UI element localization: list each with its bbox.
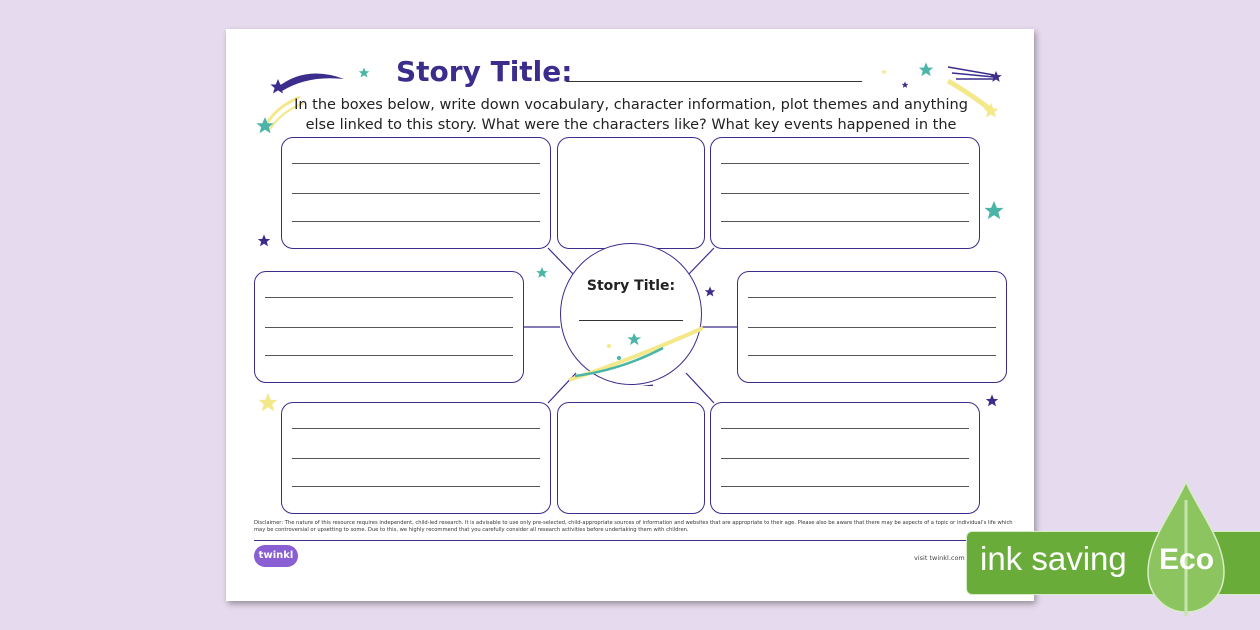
- notes-box[interactable]: [710, 137, 980, 249]
- visit-link[interactable]: visit twinkl.com: [914, 554, 965, 562]
- notes-box[interactable]: [737, 271, 1007, 383]
- star-icon: [881, 69, 887, 75]
- twinkl-logo: twinkl: [254, 545, 298, 567]
- star-icon: [901, 81, 909, 88]
- page-title: Story Title:: [396, 55, 573, 88]
- star-icon: [984, 201, 1004, 220]
- eco-label: Eco: [1159, 543, 1215, 576]
- drawing-box[interactable]: [557, 137, 705, 249]
- star-icon: [257, 234, 271, 247]
- decorations: [256, 62, 1004, 412]
- ink-saving-label: ink saving: [980, 540, 1127, 577]
- star-icon: [358, 67, 370, 78]
- notes-box[interactable]: [281, 137, 551, 249]
- star-icon: [536, 267, 548, 278]
- star-icon: [918, 62, 934, 77]
- worksheet-page: Story Title: In the boxes below, write d…: [226, 29, 1034, 601]
- eco-leaf-icon: [1147, 480, 1225, 616]
- notes-box[interactable]: [710, 402, 980, 514]
- notes-box[interactable]: [281, 402, 551, 514]
- title-answer-line[interactable]: [566, 81, 862, 82]
- disclaimer-text: Disclaimer: The nature of this resource …: [254, 520, 1013, 533]
- centre-answer-line[interactable]: [579, 320, 683, 321]
- footer-divider: [254, 540, 1006, 541]
- comet-icon: [946, 66, 1002, 118]
- shooting-stars-icon: [568, 326, 703, 386]
- star-icon: [258, 393, 278, 412]
- drawing-box[interactable]: [557, 402, 705, 514]
- centre-title: Story Title:: [586, 278, 676, 294]
- centre-circle: Story Title:: [560, 243, 703, 386]
- star-icon: [704, 286, 716, 297]
- star-icon: [985, 394, 999, 407]
- comet-icon: [256, 73, 344, 134]
- notes-box[interactable]: [254, 271, 524, 383]
